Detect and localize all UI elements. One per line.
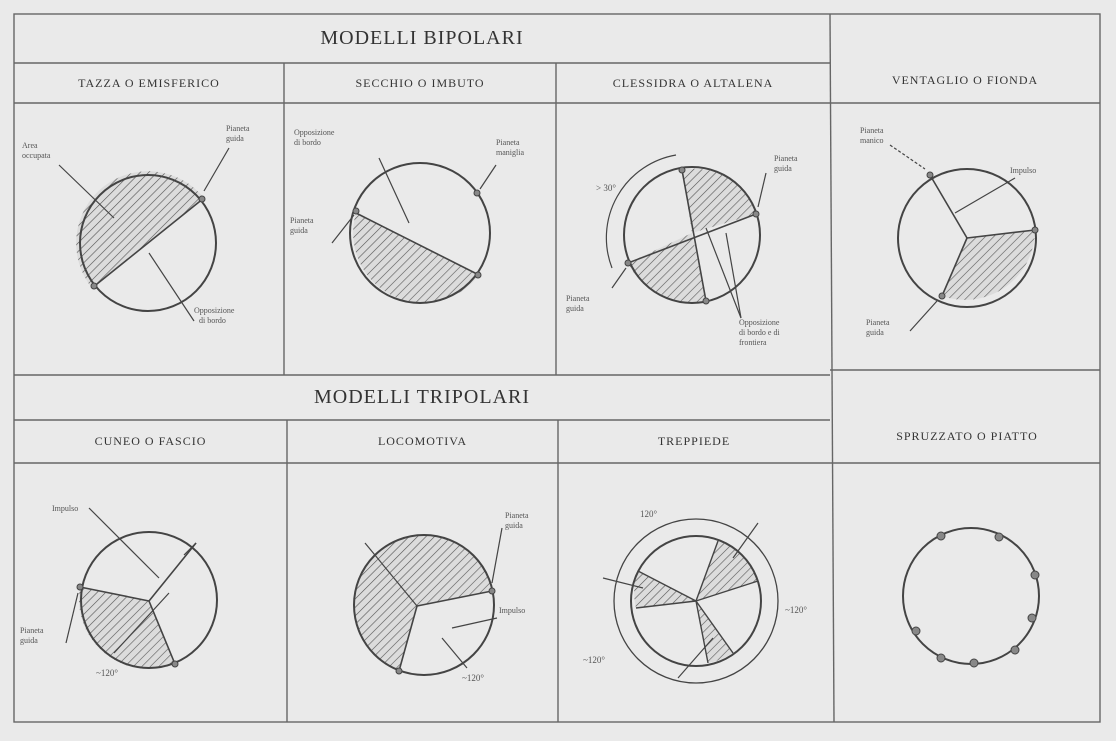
- diagram-secchio: Opposizione di bordo Pianeta maniglia Pi…: [290, 128, 524, 304]
- label-guida-bottom: guida: [566, 304, 584, 313]
- diagram-tazza: Area occupata Pianeta guida Opposizione …: [22, 124, 250, 325]
- panel-title-cuneo: CUNEO O FASCIO: [94, 434, 207, 448]
- label-angle-top: 120°: [640, 509, 658, 519]
- label-impulso: Impulso: [1010, 166, 1036, 175]
- label-angle: ~120°: [96, 668, 118, 678]
- label-guida-top: guida: [774, 164, 792, 173]
- label-impulso: Impulso: [499, 606, 525, 615]
- diagram-ventaglio: Pianeta manico Impulso Pianeta guida: [860, 126, 1039, 337]
- panel-title-tazza: TAZZA O EMISFERICO: [78, 75, 220, 90]
- label-pianeta-guida-top: Pianeta: [774, 154, 798, 163]
- diagram-clessidra: > 30° Pianeta guida Pianeta guida Opposi…: [566, 154, 798, 347]
- label-pianeta-guida: Pianeta: [290, 216, 314, 225]
- label-pianeta-guida: Pianeta: [866, 318, 890, 327]
- label-maniglia: maniglia: [496, 148, 524, 157]
- label-impulso: Impulso: [52, 504, 78, 513]
- label-guida: guida: [290, 226, 308, 235]
- panel-title-treppiede: TREPPIEDE: [657, 434, 731, 448]
- label-di-bordo-e-di: di bordo e di: [739, 328, 780, 337]
- panel-title-spruzzato: SPRUZZATO O PIATTO: [896, 429, 1038, 443]
- label-pianeta-guida: Pianeta: [505, 511, 529, 520]
- label-manico: manico: [860, 136, 884, 145]
- panel-title-secchio: SECCHIO O IMBUTO: [355, 75, 485, 90]
- diagram-treppiede: 120° ~120° ~120°: [583, 509, 807, 684]
- label-guida: guida: [866, 328, 884, 337]
- label-guida: guida: [226, 134, 244, 143]
- section-title-tripolar: MODELLI TRIPOLARI: [313, 386, 531, 408]
- label-angle-left: ~120°: [583, 655, 605, 665]
- label-pianeta-maniglia: Pianeta: [496, 138, 520, 147]
- label-pianeta: Pianeta: [226, 124, 250, 133]
- label-area: Area: [22, 141, 38, 150]
- label-angle: > 30°: [596, 183, 616, 193]
- label-occupata: occupata: [22, 151, 51, 160]
- label-frontiera: frontiera: [739, 338, 767, 347]
- label-pianeta-guida-bottom: Pianeta: [566, 294, 590, 303]
- diagram-spruzzato: [902, 527, 1040, 668]
- label-pianeta: Pianeta: [860, 126, 884, 135]
- label-opposizione: Opposizione: [194, 306, 235, 315]
- label-pianeta-guida: Pianeta: [20, 626, 44, 635]
- label-di-bordo: di bordo: [294, 138, 321, 147]
- panel-title-ventaglio: VENTAGLIO O FIONDA: [891, 73, 1039, 87]
- label-guida: guida: [20, 636, 38, 645]
- panel-title-clessidra: CLESSIDRA O ALTALENA: [612, 75, 774, 90]
- label-opposizione: Opposizione: [294, 128, 335, 137]
- diagram-locomotiva: Pianeta guida Impulso ~120°: [353, 511, 529, 683]
- label-angle-right: ~120°: [785, 605, 807, 615]
- section-title-bipolar: MODELLI BIPOLARI: [320, 27, 524, 49]
- diagram-cuneo: Impulso Pianeta guida ~120°: [20, 504, 218, 678]
- label-guida: guida: [505, 521, 523, 530]
- panel-title-locomotiva: LOCOMOTIVA: [377, 434, 468, 448]
- label-angle: ~120°: [462, 673, 484, 683]
- label-di-bordo: di bordo: [199, 316, 226, 325]
- label-opposizione: Opposizione: [739, 318, 780, 327]
